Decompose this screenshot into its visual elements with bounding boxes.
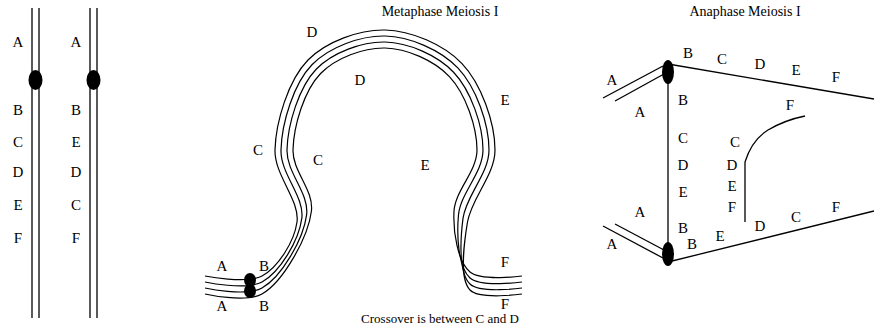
chromatid-arm bbox=[603, 66, 663, 98]
gene-label: E bbox=[678, 185, 687, 200]
chromatid-line bbox=[668, 211, 874, 262]
gene-label: D bbox=[71, 165, 82, 180]
figure-caption: Crossover is between C and D bbox=[361, 312, 519, 325]
centromere bbox=[662, 242, 674, 266]
dicentric-bridge bbox=[667, 64, 668, 262]
gene-label: C bbox=[717, 52, 727, 67]
centromere bbox=[29, 70, 43, 90]
gene-label: B bbox=[259, 299, 269, 314]
gene-label: F bbox=[832, 70, 840, 85]
gene-label: F bbox=[786, 98, 794, 113]
gene-label: D bbox=[755, 219, 766, 234]
gene-label: A bbox=[607, 237, 618, 252]
gene-label: A bbox=[607, 73, 618, 88]
gene-label: F bbox=[728, 200, 736, 215]
gene-label: F bbox=[14, 231, 22, 246]
centromere bbox=[87, 70, 101, 90]
gene-label: E bbox=[715, 229, 724, 244]
gene-label: F bbox=[501, 255, 509, 270]
gene-label: B bbox=[13, 103, 23, 118]
paired-chromatid bbox=[205, 48, 522, 298]
chromatid-arm bbox=[603, 226, 663, 258]
gene-label: D bbox=[727, 158, 738, 173]
chromatid-arm bbox=[615, 74, 664, 101]
gene-label: E bbox=[500, 93, 509, 108]
gene-label: B bbox=[259, 259, 269, 274]
chromatid-line bbox=[38, 8, 39, 318]
gene-label: A bbox=[71, 35, 82, 50]
gene-label: F bbox=[72, 231, 80, 246]
gene-label: F bbox=[501, 297, 509, 312]
gene-label: E bbox=[13, 198, 22, 213]
gene-label: E bbox=[791, 63, 800, 78]
gene-label: E bbox=[420, 158, 429, 173]
gene-label: F bbox=[832, 200, 840, 215]
centromere bbox=[662, 60, 674, 84]
acentric-fragment bbox=[745, 116, 805, 222]
gene-label: C bbox=[730, 135, 740, 150]
gene-label: B bbox=[683, 46, 693, 61]
gene-label: A bbox=[13, 35, 24, 50]
gene-label: E bbox=[727, 179, 736, 194]
gene-label: C bbox=[13, 135, 23, 150]
chromatid-line bbox=[96, 8, 97, 318]
gene-label: C bbox=[678, 131, 688, 146]
chromatid-line bbox=[31, 8, 32, 318]
gene-label: A bbox=[217, 259, 228, 274]
panel-title: Anaphase Meiosis I bbox=[689, 5, 800, 19]
centromere bbox=[244, 284, 256, 298]
gene-label: B bbox=[678, 93, 688, 108]
gene-label: D bbox=[355, 73, 366, 88]
gene-label: A bbox=[635, 105, 646, 120]
gene-label: C bbox=[253, 143, 263, 158]
gene-label: D bbox=[307, 25, 318, 40]
gene-label: A bbox=[635, 205, 646, 220]
panel-title: Metaphase Meiosis I bbox=[382, 5, 499, 19]
gene-label: B bbox=[678, 221, 688, 236]
chromatid-line bbox=[668, 64, 874, 99]
gene-label: E bbox=[71, 135, 80, 150]
gene-label: C bbox=[71, 198, 81, 213]
gene-label: B bbox=[71, 103, 81, 118]
gene-label: C bbox=[313, 153, 323, 168]
gene-label: A bbox=[217, 299, 228, 314]
paired-chromatid bbox=[205, 42, 522, 292]
gene-label: D bbox=[678, 158, 689, 173]
gene-label: D bbox=[13, 165, 24, 180]
gene-label: D bbox=[755, 57, 766, 72]
gene-label: B bbox=[687, 237, 697, 252]
gene-label: C bbox=[791, 210, 801, 225]
chromatid-line bbox=[89, 8, 90, 318]
